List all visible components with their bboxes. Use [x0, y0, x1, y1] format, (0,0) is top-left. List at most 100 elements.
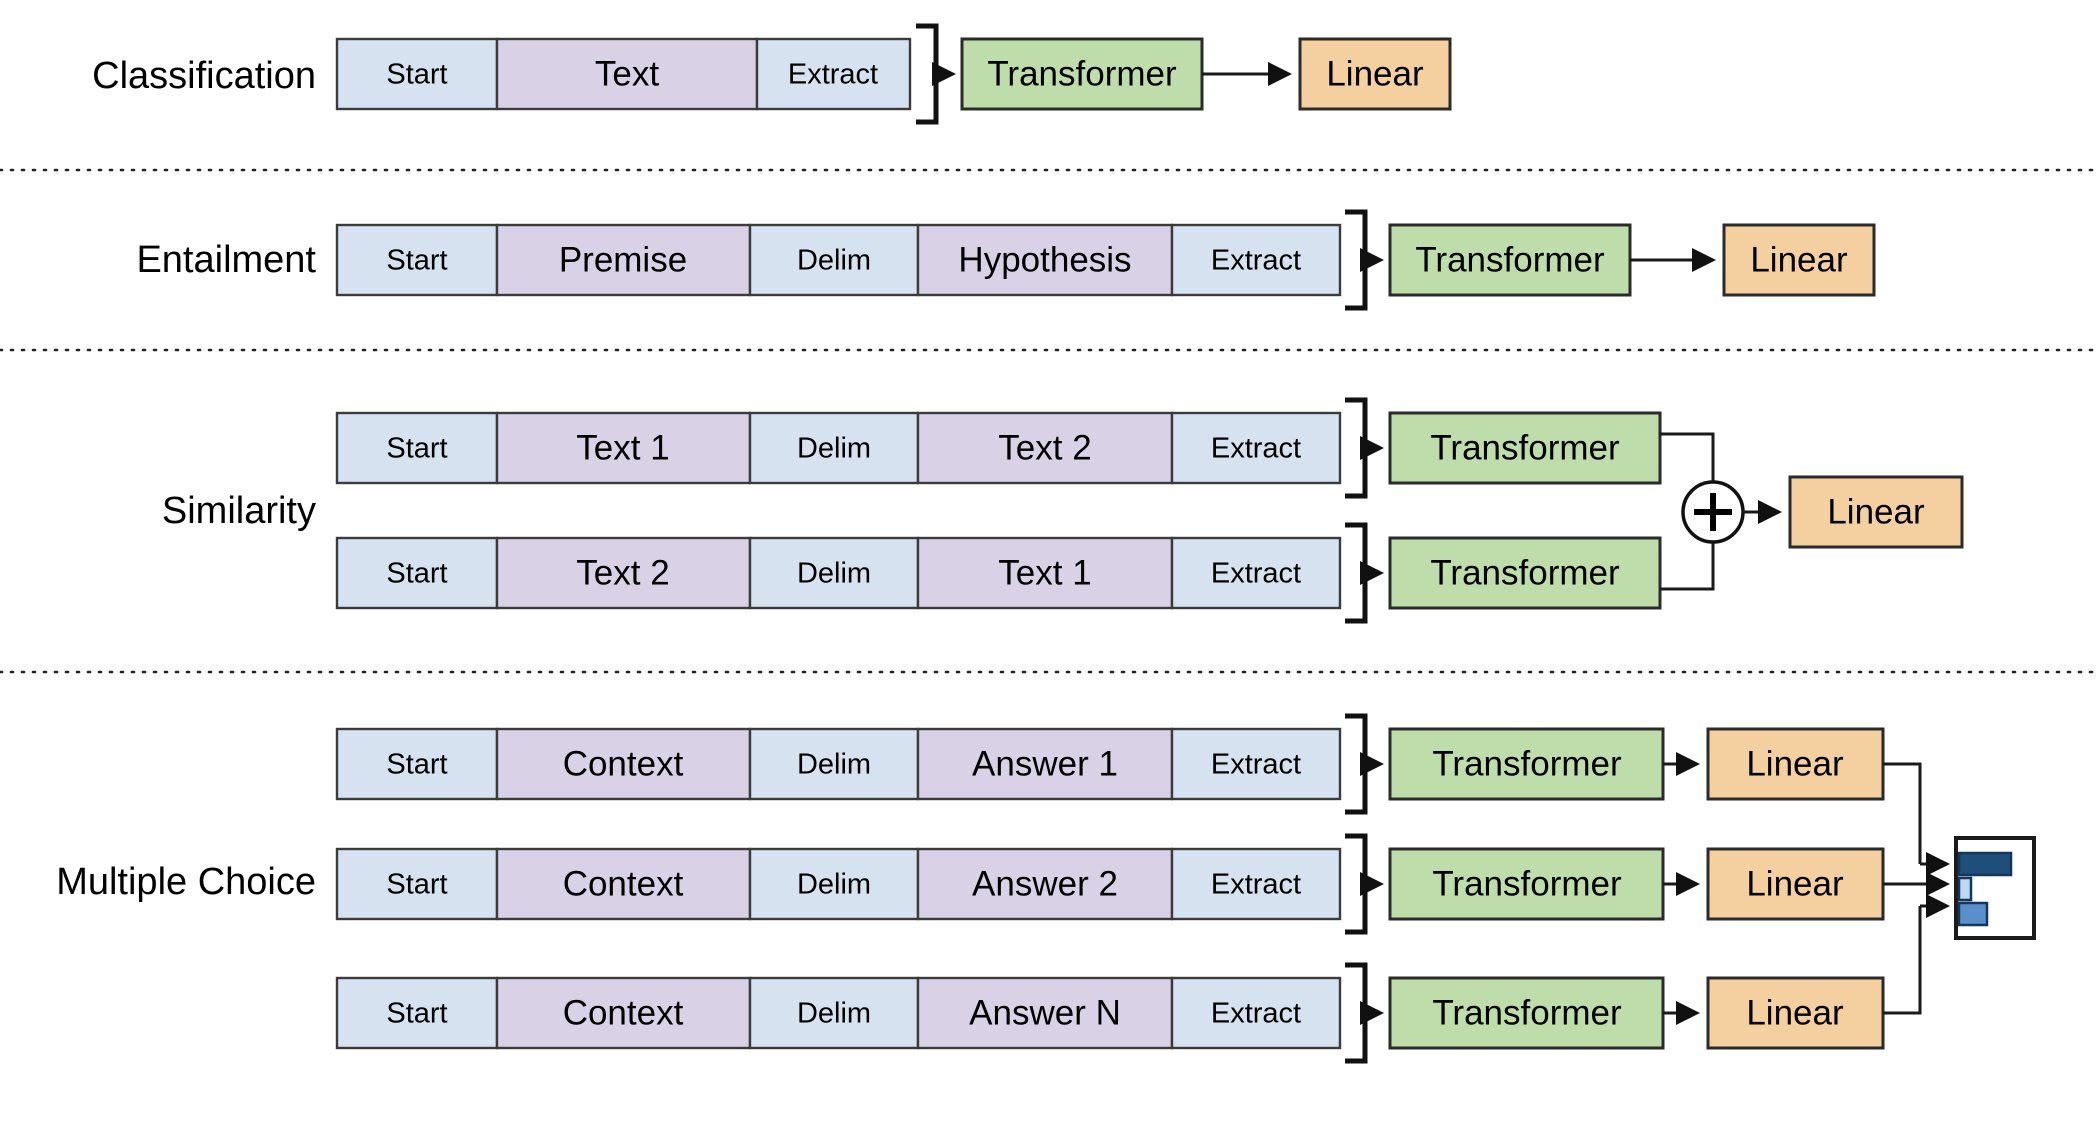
token-label-context: Context — [563, 993, 684, 1032]
sequence-multiple-choice-1: Start Context Delim Answer 1 Extract — [335, 727, 1342, 801]
token-label-extract: Extract — [1211, 245, 1301, 277]
token-label-text1: Text 1 — [998, 553, 1091, 592]
token-label-answer: Answer 2 — [972, 864, 1118, 903]
sequence-entailment-1: Start Premise Delim Hypothesis Extract — [335, 223, 1342, 297]
token-cell-start — [335, 536, 499, 610]
token-label-extract: Extract — [1211, 433, 1301, 465]
sequence-multiple-choice-2: Start Context Delim Answer 2 Extract — [335, 847, 1342, 921]
token-label-delim: Delim — [797, 998, 871, 1030]
token-label-start: Start — [386, 245, 447, 277]
token-label-text: Text — [595, 54, 659, 93]
token-label-answer: Answer 1 — [972, 744, 1118, 783]
row-classification: Classification Start Text Extract Transf… — [92, 23, 1452, 125]
sequence-similarity-1: Start Text 1 Delim Text 2 Extract — [335, 411, 1342, 485]
token-label-hypothesis: Hypothesis — [958, 240, 1131, 279]
row-multiple-choice: Multiple Choice Start Context Delim Answ… — [56, 713, 2036, 1064]
token-cell-start — [335, 411, 499, 485]
token-label-text1: Text 1 — [576, 428, 669, 467]
token-label-context: Context — [563, 864, 684, 903]
gather-bracket — [916, 23, 939, 125]
transformer-block-1 — [1388, 727, 1665, 801]
token-label-extract: Extract — [1211, 558, 1301, 590]
bar-answer-1 — [1957, 851, 2013, 877]
gather-bracket-1 — [1345, 713, 1368, 815]
row-label-classification: Classification — [92, 55, 316, 97]
token-cell-text — [495, 37, 759, 111]
linear-block — [1722, 223, 1876, 297]
row-label-similarity: Similarity — [162, 490, 316, 532]
sequence-multiple-choice-3: Start Context Delim Answer N Extract — [335, 976, 1342, 1050]
token-label-delim: Delim — [797, 869, 871, 901]
linear-label: Linear — [1326, 54, 1424, 93]
gather-bracket-3 — [1345, 962, 1368, 1064]
row-label-multiple-choice: Multiple Choice — [56, 861, 316, 903]
token-cell-answer — [916, 847, 1174, 921]
transformer-block-top — [1388, 411, 1662, 485]
token-label-start: Start — [386, 749, 447, 781]
token-label-extract: Extract — [1211, 869, 1301, 901]
token-cell-extract — [1170, 976, 1342, 1050]
token-label-extract: Extract — [1211, 749, 1301, 781]
token-label-context: Context — [563, 744, 684, 783]
token-label-delim: Delim — [797, 433, 871, 465]
transformer-label-bottom: Transformer — [1430, 553, 1620, 592]
linear-label: Linear — [1750, 240, 1848, 279]
bar-answer-n — [1957, 901, 1989, 927]
token-cell-context — [495, 976, 752, 1050]
linear-label-2: Linear — [1746, 864, 1844, 903]
sequence-similarity-2: Start Text 2 Delim Text 1 Extract — [335, 536, 1342, 610]
linear-block — [1298, 37, 1452, 111]
token-cell-hypothesis — [916, 223, 1174, 297]
wire-top-to-sum — [1660, 432, 1715, 482]
token-label-start: Start — [386, 869, 447, 901]
transformer-label: Transformer — [987, 54, 1177, 93]
token-label-text2: Text 2 — [576, 553, 669, 592]
token-cell-start — [335, 847, 499, 921]
token-cell-delim — [748, 411, 920, 485]
token-label-extract: Extract — [788, 59, 878, 91]
token-cell-text2 — [495, 536, 752, 610]
token-cell-extract — [1170, 727, 1342, 801]
token-cell-extract — [1170, 223, 1342, 297]
transformer-block — [960, 37, 1204, 111]
token-cell-text1 — [916, 536, 1174, 610]
transformer-label-3: Transformer — [1432, 993, 1622, 1032]
transformer-label-2: Transformer — [1432, 864, 1622, 903]
wire-linear3-to-chart — [1883, 906, 1922, 1015]
gather-bracket-bottom — [1345, 522, 1368, 624]
wire-bottom-to-sum — [1660, 542, 1715, 591]
token-cell-delim — [748, 976, 920, 1050]
token-label-delim: Delim — [797, 558, 871, 590]
token-cell-delim — [748, 536, 920, 610]
token-cell-extract — [1170, 411, 1342, 485]
sequence-classification-1: Start Text Extract — [335, 37, 912, 111]
wire-linear1-to-chart — [1883, 762, 1922, 864]
token-cell-delim — [748, 223, 920, 297]
gather-bracket — [1345, 209, 1368, 311]
bar-answer-2 — [1957, 876, 1973, 902]
token-label-delim: Delim — [797, 245, 871, 277]
token-label-delim: Delim — [797, 749, 871, 781]
token-label-start: Start — [386, 998, 447, 1030]
token-cell-context — [495, 847, 752, 921]
token-label-text2: Text 2 — [998, 428, 1091, 467]
linear-block-3 — [1706, 976, 1885, 1050]
row-similarity: Similarity Start Text 1 Delim Text 2 Ext… — [162, 397, 1964, 624]
token-cell-extract — [1170, 847, 1342, 921]
token-cell-extract — [1170, 536, 1342, 610]
token-label-start: Start — [386, 433, 447, 465]
linear-block — [1788, 475, 1964, 549]
linear-block-1 — [1706, 727, 1885, 801]
token-cell-delim — [748, 847, 920, 921]
gather-bracket-top — [1345, 397, 1368, 499]
token-label-start: Start — [386, 558, 447, 590]
token-cell-start — [335, 727, 499, 801]
token-label-start: Start — [386, 59, 447, 91]
token-cell-start — [335, 223, 499, 297]
transformer-block-bottom — [1388, 536, 1662, 610]
token-cell-delim — [748, 727, 920, 801]
linear-label-1: Linear — [1746, 744, 1844, 783]
transformer-block — [1388, 223, 1632, 297]
